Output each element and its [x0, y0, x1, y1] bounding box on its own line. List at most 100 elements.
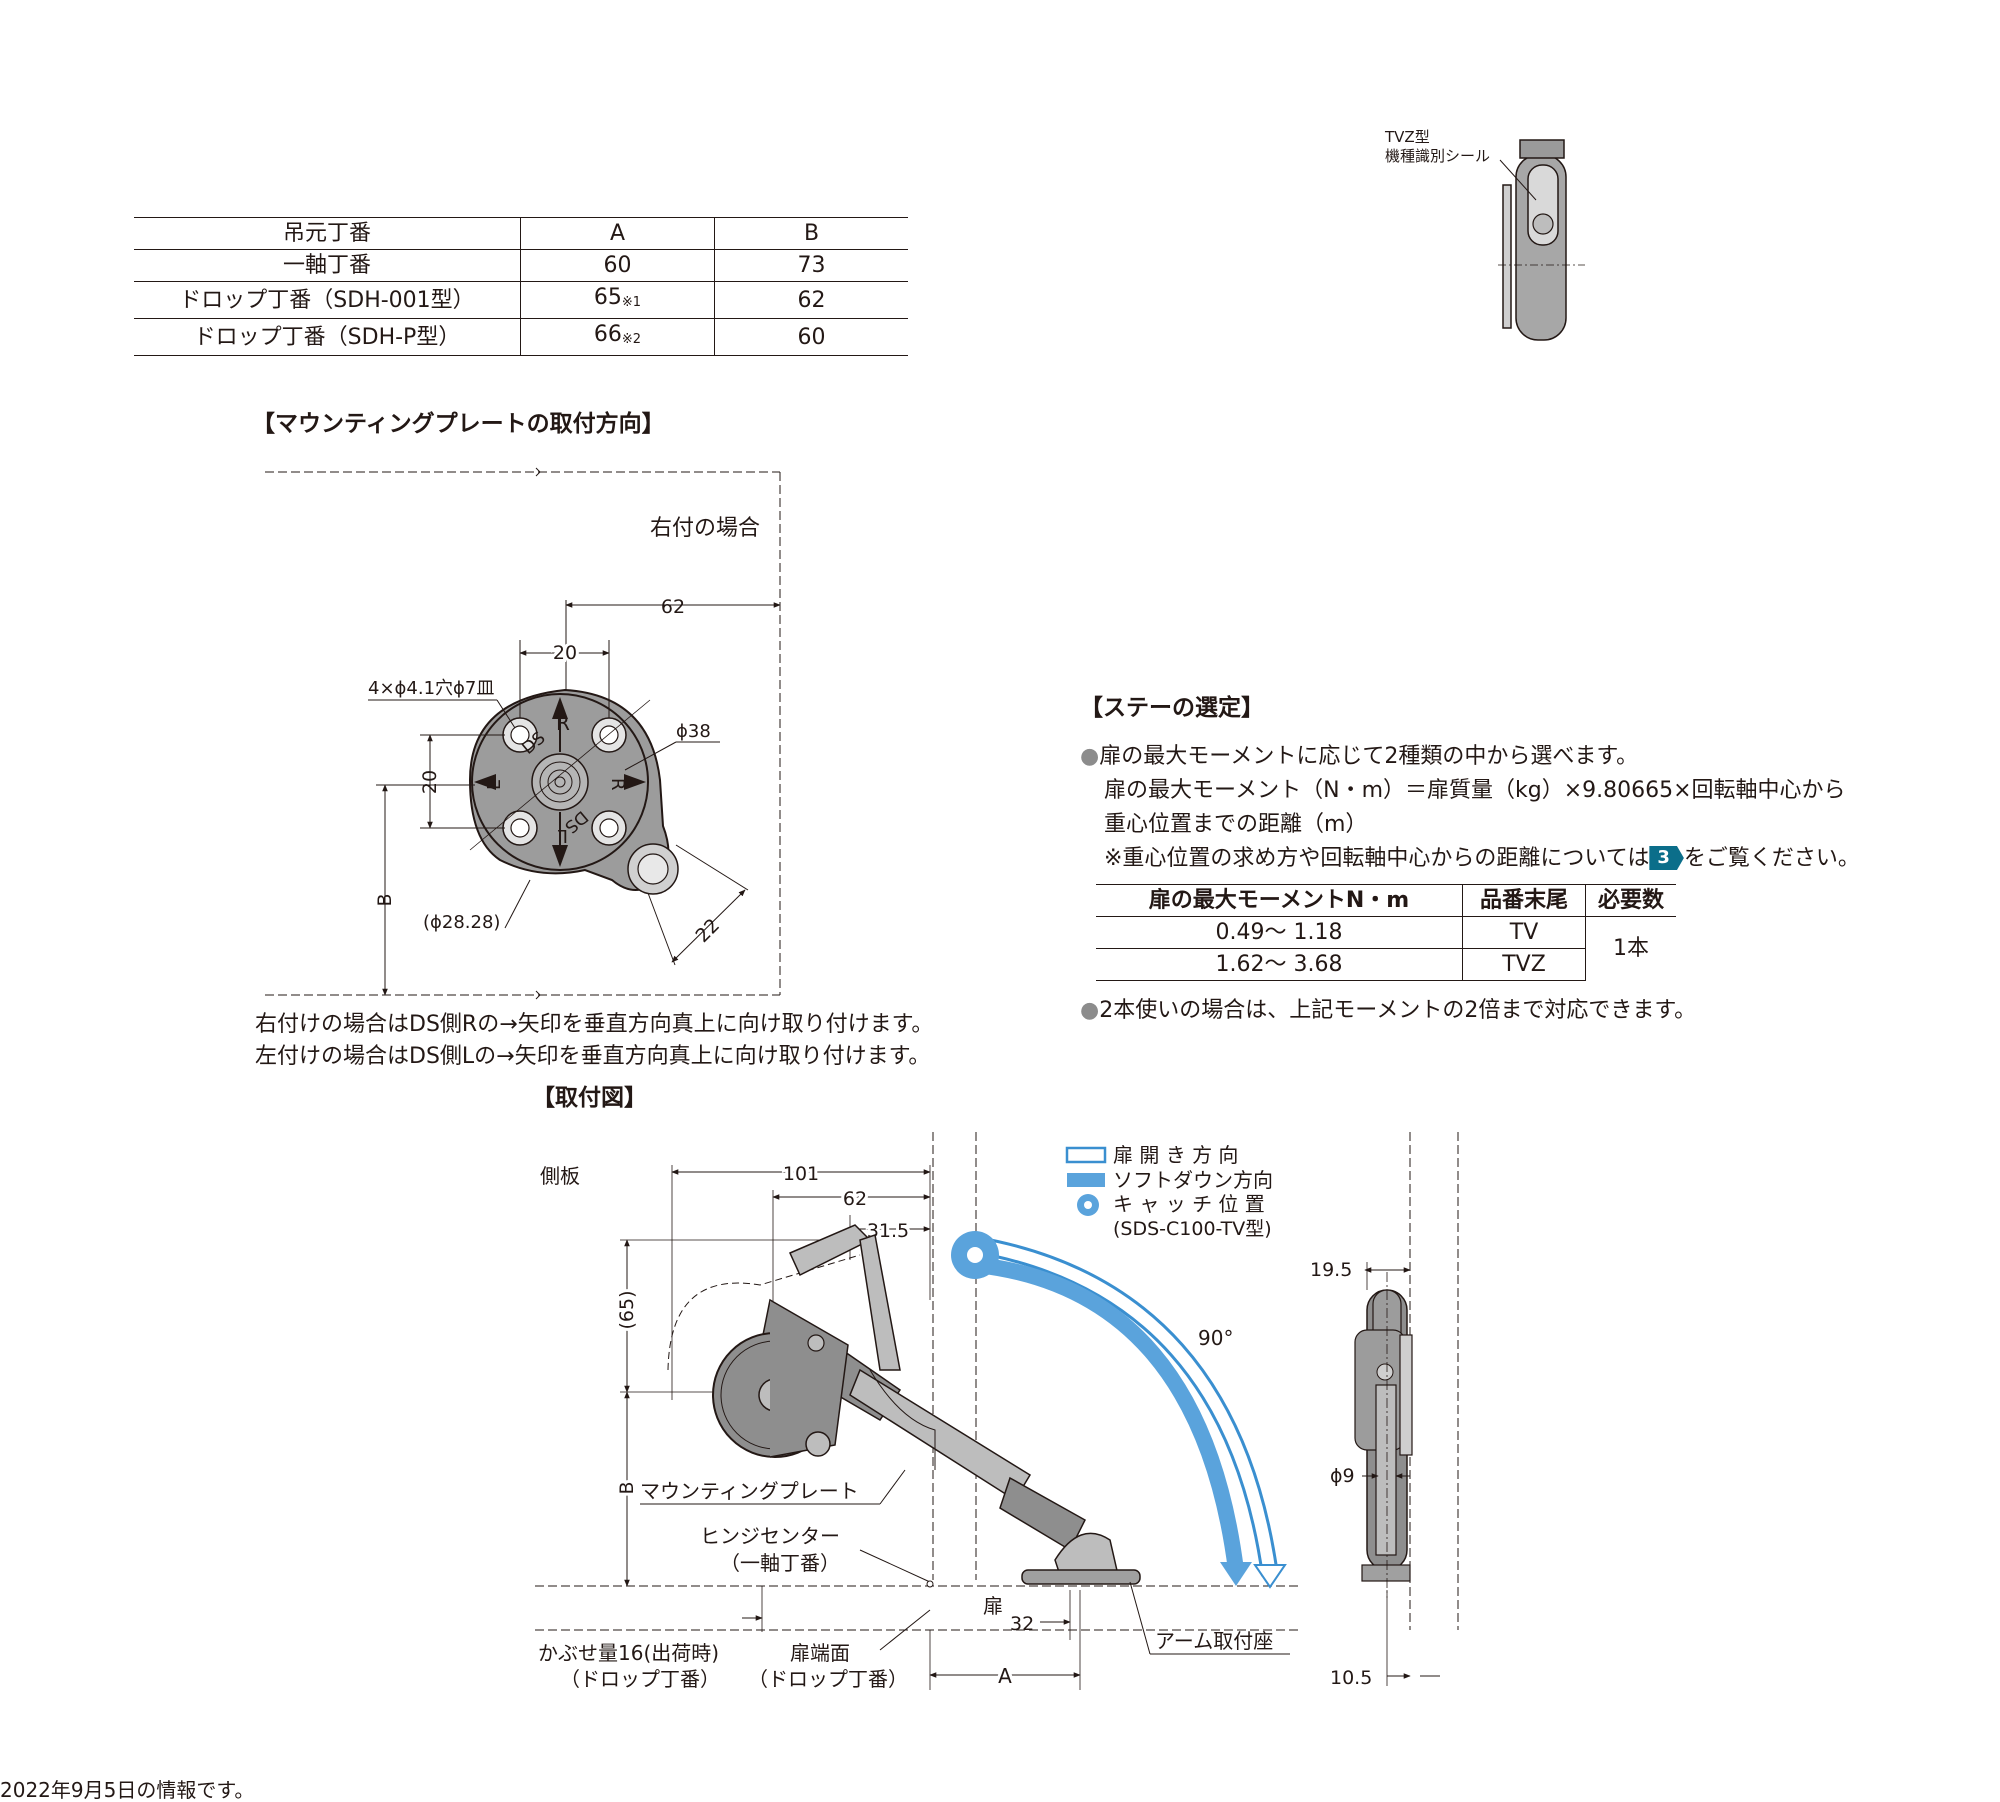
table-cell: 一軸丁番: [134, 249, 521, 282]
table-row: 0.49～ 1.18 TV 1本: [1096, 916, 1676, 981]
page-reference-badge[interactable]: 3: [1649, 846, 1684, 870]
tvz-product-illustration: [1498, 139, 1585, 341]
formula-line-2: 重心位置までの距離（m）: [1104, 812, 1368, 837]
svg-text:62: 62: [843, 1188, 867, 1210]
legend-open: 扉 開 き 方 向: [1113, 1143, 1238, 1167]
plate-mark-l-left: L: [484, 780, 505, 790]
left-arrow-icon: [474, 774, 496, 790]
single-axis-label: （一軸丁番）: [720, 1551, 840, 1575]
svg-text:(65): (65): [616, 1290, 638, 1329]
right-arrow-icon: [624, 774, 646, 790]
dim-holes: 4×ϕ4.1穴ϕ7皿: [368, 678, 494, 699]
footnote-mark: ※2: [621, 332, 642, 347]
side-board-label: 側板: [540, 1164, 580, 1188]
stay-bullet-2: ●2本使いの場合は、上記モーメントの2倍まで対応できます。: [1080, 994, 1696, 1028]
mounting-plate-label: マウンティングプレート: [640, 1479, 859, 1503]
door-edge-label: 扉端面: [790, 1641, 850, 1665]
plate-mark-l-bottom: L: [558, 825, 568, 846]
dim-22: 22: [691, 914, 724, 947]
plate-mark-r-right: R: [607, 778, 628, 791]
mounting-orientation-heading: 【マウンティングプレートの取付方向】: [252, 411, 665, 437]
bullet-icon: ●: [1080, 744, 1100, 769]
svg-text:B: B: [616, 1481, 638, 1494]
svg-text:A: A: [998, 1664, 1012, 1688]
dim-62-install: 62: [843, 1188, 867, 1210]
install-diagram-heading: 【取付図】: [532, 1085, 647, 1111]
table-header-row: 扉の最大モーメントN・m 品番末尾 必要数: [1096, 884, 1676, 917]
table-cell: 60: [714, 318, 908, 356]
table-cell: TVZ: [1462, 948, 1586, 981]
table-row: 1.62～ 3.68 TVZ: [1096, 948, 1676, 981]
table-header-cell: A: [520, 217, 715, 250]
drop-hinge-label-2: （ドロップ丁番）: [748, 1667, 908, 1691]
dim-31-5: 31.5: [867, 1220, 909, 1242]
stay-selection-text: ●扉の最大モーメントに応じて2種類の中から選べます。 扉の最大モーメント（N・m…: [1080, 740, 1860, 876]
down-arrow-icon: [552, 845, 568, 867]
tvz-seal-label: TVZ型 機種識別シール: [1385, 128, 1490, 166]
formula-line-1: 扉の最大モーメント（N・m）＝扉質量（kg）×9.80665×回転軸中心から: [1104, 778, 1846, 803]
motion-arrows: [951, 1231, 1287, 1589]
orientation-note-right: 右付けの場合はDS側Rの→矢印を垂直方向真上に向け取り付けます。: [255, 1012, 934, 1037]
footnote-mark: ※1: [621, 295, 642, 310]
table-cell: ドロップ丁番（SDH-P型）: [134, 318, 521, 356]
table-row: ドロップ丁番（SDH-001型） 65※1 62: [134, 281, 908, 319]
dim-b: B: [374, 893, 396, 906]
orientation-notes: 右付けの場合はDS側Rの→矢印を垂直方向真上に向け取り付けます。 左付けの場合は…: [255, 1009, 933, 1073]
dim-phi38: ϕ38: [676, 721, 711, 742]
table-cell: 1.62～ 3.68: [1096, 948, 1463, 981]
dim-19-5: 19.5: [1310, 1259, 1352, 1281]
value-a: 66: [593, 322, 622, 347]
mounting-hole: [502, 810, 538, 846]
dim-a: A: [998, 1664, 1012, 1688]
legend-catch-model: (SDS-C100-TV型): [1113, 1218, 1272, 1240]
table-cell: 62: [714, 281, 908, 319]
stay-bullet-1-text: 扉の最大モーメントに応じて2種類の中から選べます。: [1099, 744, 1639, 769]
value-a: 65: [593, 285, 622, 310]
table-cell: 65※1: [520, 281, 715, 319]
svg-text:101: 101: [783, 1163, 819, 1185]
table-header-cell: B: [714, 217, 908, 250]
dim-b-install: B: [616, 1481, 638, 1494]
mounting-plate: R DS L R DS L: [468, 688, 679, 895]
tvz-seal-line1: TVZ型: [1385, 128, 1430, 146]
tvz-seal-line2: 機種識別シール: [1385, 147, 1491, 165]
table-cell: 60: [520, 249, 715, 282]
mounting-hole: [502, 717, 538, 753]
table-cell: 73: [714, 249, 908, 282]
up-arrow-icon: [552, 697, 568, 719]
stay-selection-table: 扉の最大モーメントN・m 品番末尾 必要数 0.49～ 1.18 TV 1本 1…: [1096, 884, 1676, 981]
table-header-cell: 吊元丁番: [134, 217, 521, 250]
svg-text:20: 20: [553, 642, 577, 664]
table-header-cell: 品番末尾: [1462, 884, 1586, 917]
legend-open-swatch: [1065, 1146, 1107, 1164]
legend-catch: キ ャ ッ チ 位 置: [1113, 1192, 1265, 1216]
dim-101: 101: [783, 1163, 819, 1185]
mounting-hole: [591, 717, 627, 753]
legend-soft-down: ソフトダウン方向: [1113, 1168, 1273, 1192]
case-label: 右付の場合: [650, 516, 761, 541]
stay-bullet-1: ●扉の最大モーメントに応じて2種類の中から選べます。: [1080, 740, 1860, 774]
table-cell: 66※2: [520, 318, 715, 356]
table-cell: 0.49～ 1.18: [1096, 916, 1463, 949]
stay-side-view: 19.5 ϕ9 10.5: [1310, 1132, 1459, 1689]
table-cell-qty: 1本: [1585, 916, 1676, 981]
plate-mark-r: R: [556, 711, 570, 735]
dim-65: (65): [616, 1290, 638, 1329]
mounting-orientation-drawing: R DS L R DS L 62 20 20 20 4×ϕ4.1穴ϕ7皿 ϕ38: [265, 467, 781, 1000]
table-cell: TV: [1462, 916, 1586, 949]
hinge-spec-table: 吊元丁番 A B 一軸丁番 60 73 ドロップ丁番（SDH-001型） 65※…: [134, 217, 908, 356]
table-row: ドロップ丁番（SDH-P型） 66※2 60: [134, 318, 908, 356]
legend-soft-down-swatch: [1067, 1173, 1105, 1187]
dim-phi9: ϕ9: [1330, 1465, 1355, 1487]
reference-note-post: をご覧ください。: [1683, 846, 1860, 871]
stay-selection-heading: 【ステーの選定】: [1080, 695, 1264, 721]
value-a: 60: [603, 253, 632, 278]
footer-date: 2022年9月5日の情報です。: [0, 1778, 255, 1802]
dim-10-5: 10.5: [1330, 1667, 1372, 1689]
stay-bullet-2-text: 2本使いの場合は、上記モーメントの2倍まで対応できます。: [1099, 998, 1697, 1023]
dim-32: 32: [1010, 1613, 1034, 1635]
stay-unit: [712, 1224, 1141, 1585]
table-header-cell: 扉の最大モーメントN・m: [1096, 884, 1463, 917]
table-header-cell: 必要数: [1585, 884, 1676, 917]
